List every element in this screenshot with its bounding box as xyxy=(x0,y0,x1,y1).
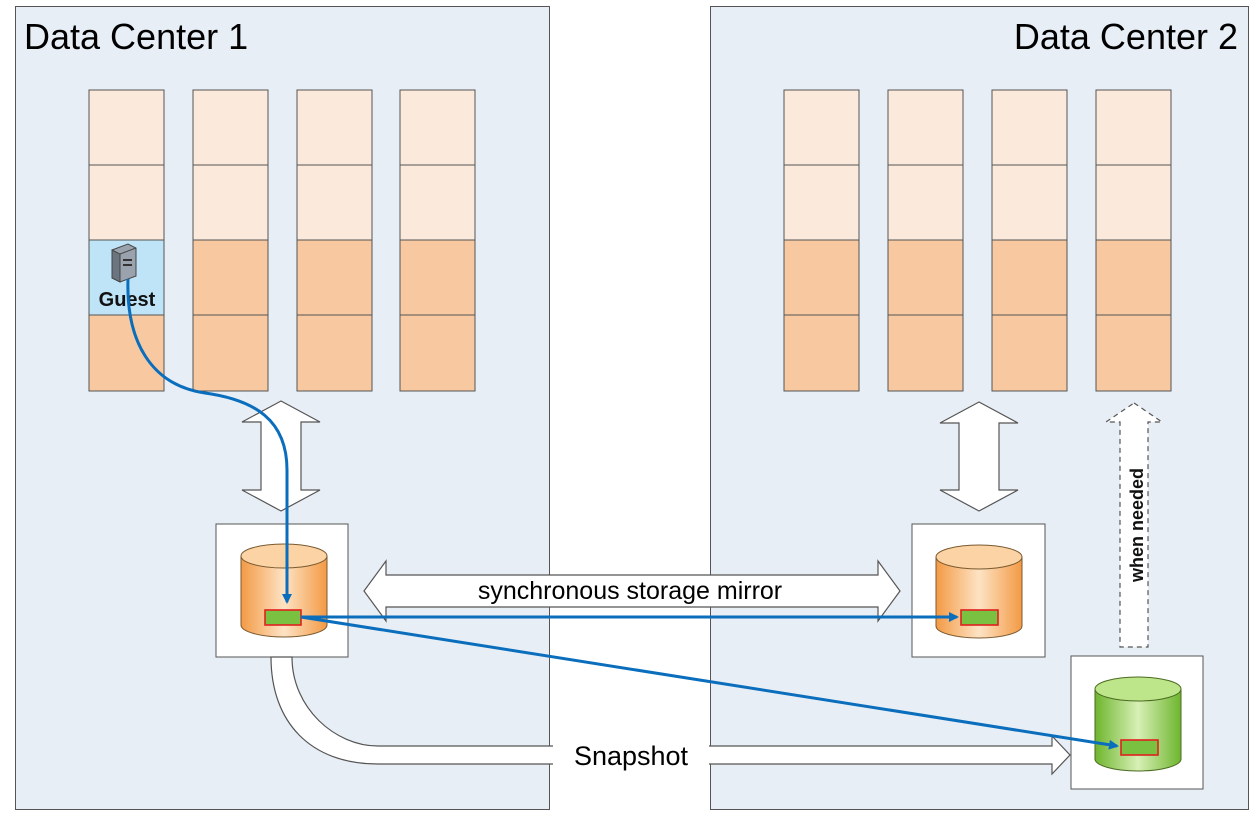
snapshot-database-icon xyxy=(1094,676,1182,772)
dc2-rack-storage-double-arrow xyxy=(939,401,1019,512)
dc1-rack-storage-double-arrow xyxy=(241,400,321,512)
storage-mirror-double-arrow xyxy=(363,559,901,623)
dc1-data-block xyxy=(264,609,302,626)
guest-write-flow-arrow xyxy=(126,278,292,604)
dc2-data-block xyxy=(960,609,999,626)
snapshot-label: Snapshot xyxy=(574,741,689,771)
dc1-column-3 xyxy=(296,89,373,392)
dc2-column-1 xyxy=(783,89,860,392)
dc2-column-3 xyxy=(991,89,1068,392)
server-icon[interactable] xyxy=(111,243,137,283)
dc1-column-2 xyxy=(192,89,269,392)
data-center-1-title: Data Center 1 xyxy=(24,16,249,57)
dc1-column-4 xyxy=(399,89,476,392)
data-center-2-title: Data Center 2 xyxy=(1013,16,1238,57)
dc1-server-columns xyxy=(88,89,476,392)
when-needed-dashed-arrow xyxy=(1104,402,1164,648)
dc1-column-1 xyxy=(88,89,165,392)
snapshot-flow-arrow xyxy=(300,615,1119,750)
dc2-column-4 xyxy=(1095,89,1172,392)
when-needed-label: when needed xyxy=(1127,468,1147,583)
dc2-column-2 xyxy=(887,89,964,392)
dc2-server-columns xyxy=(783,89,1172,392)
mirror-label: synchronous storage mirror xyxy=(478,577,782,605)
snapshot-data-block xyxy=(1120,739,1159,756)
